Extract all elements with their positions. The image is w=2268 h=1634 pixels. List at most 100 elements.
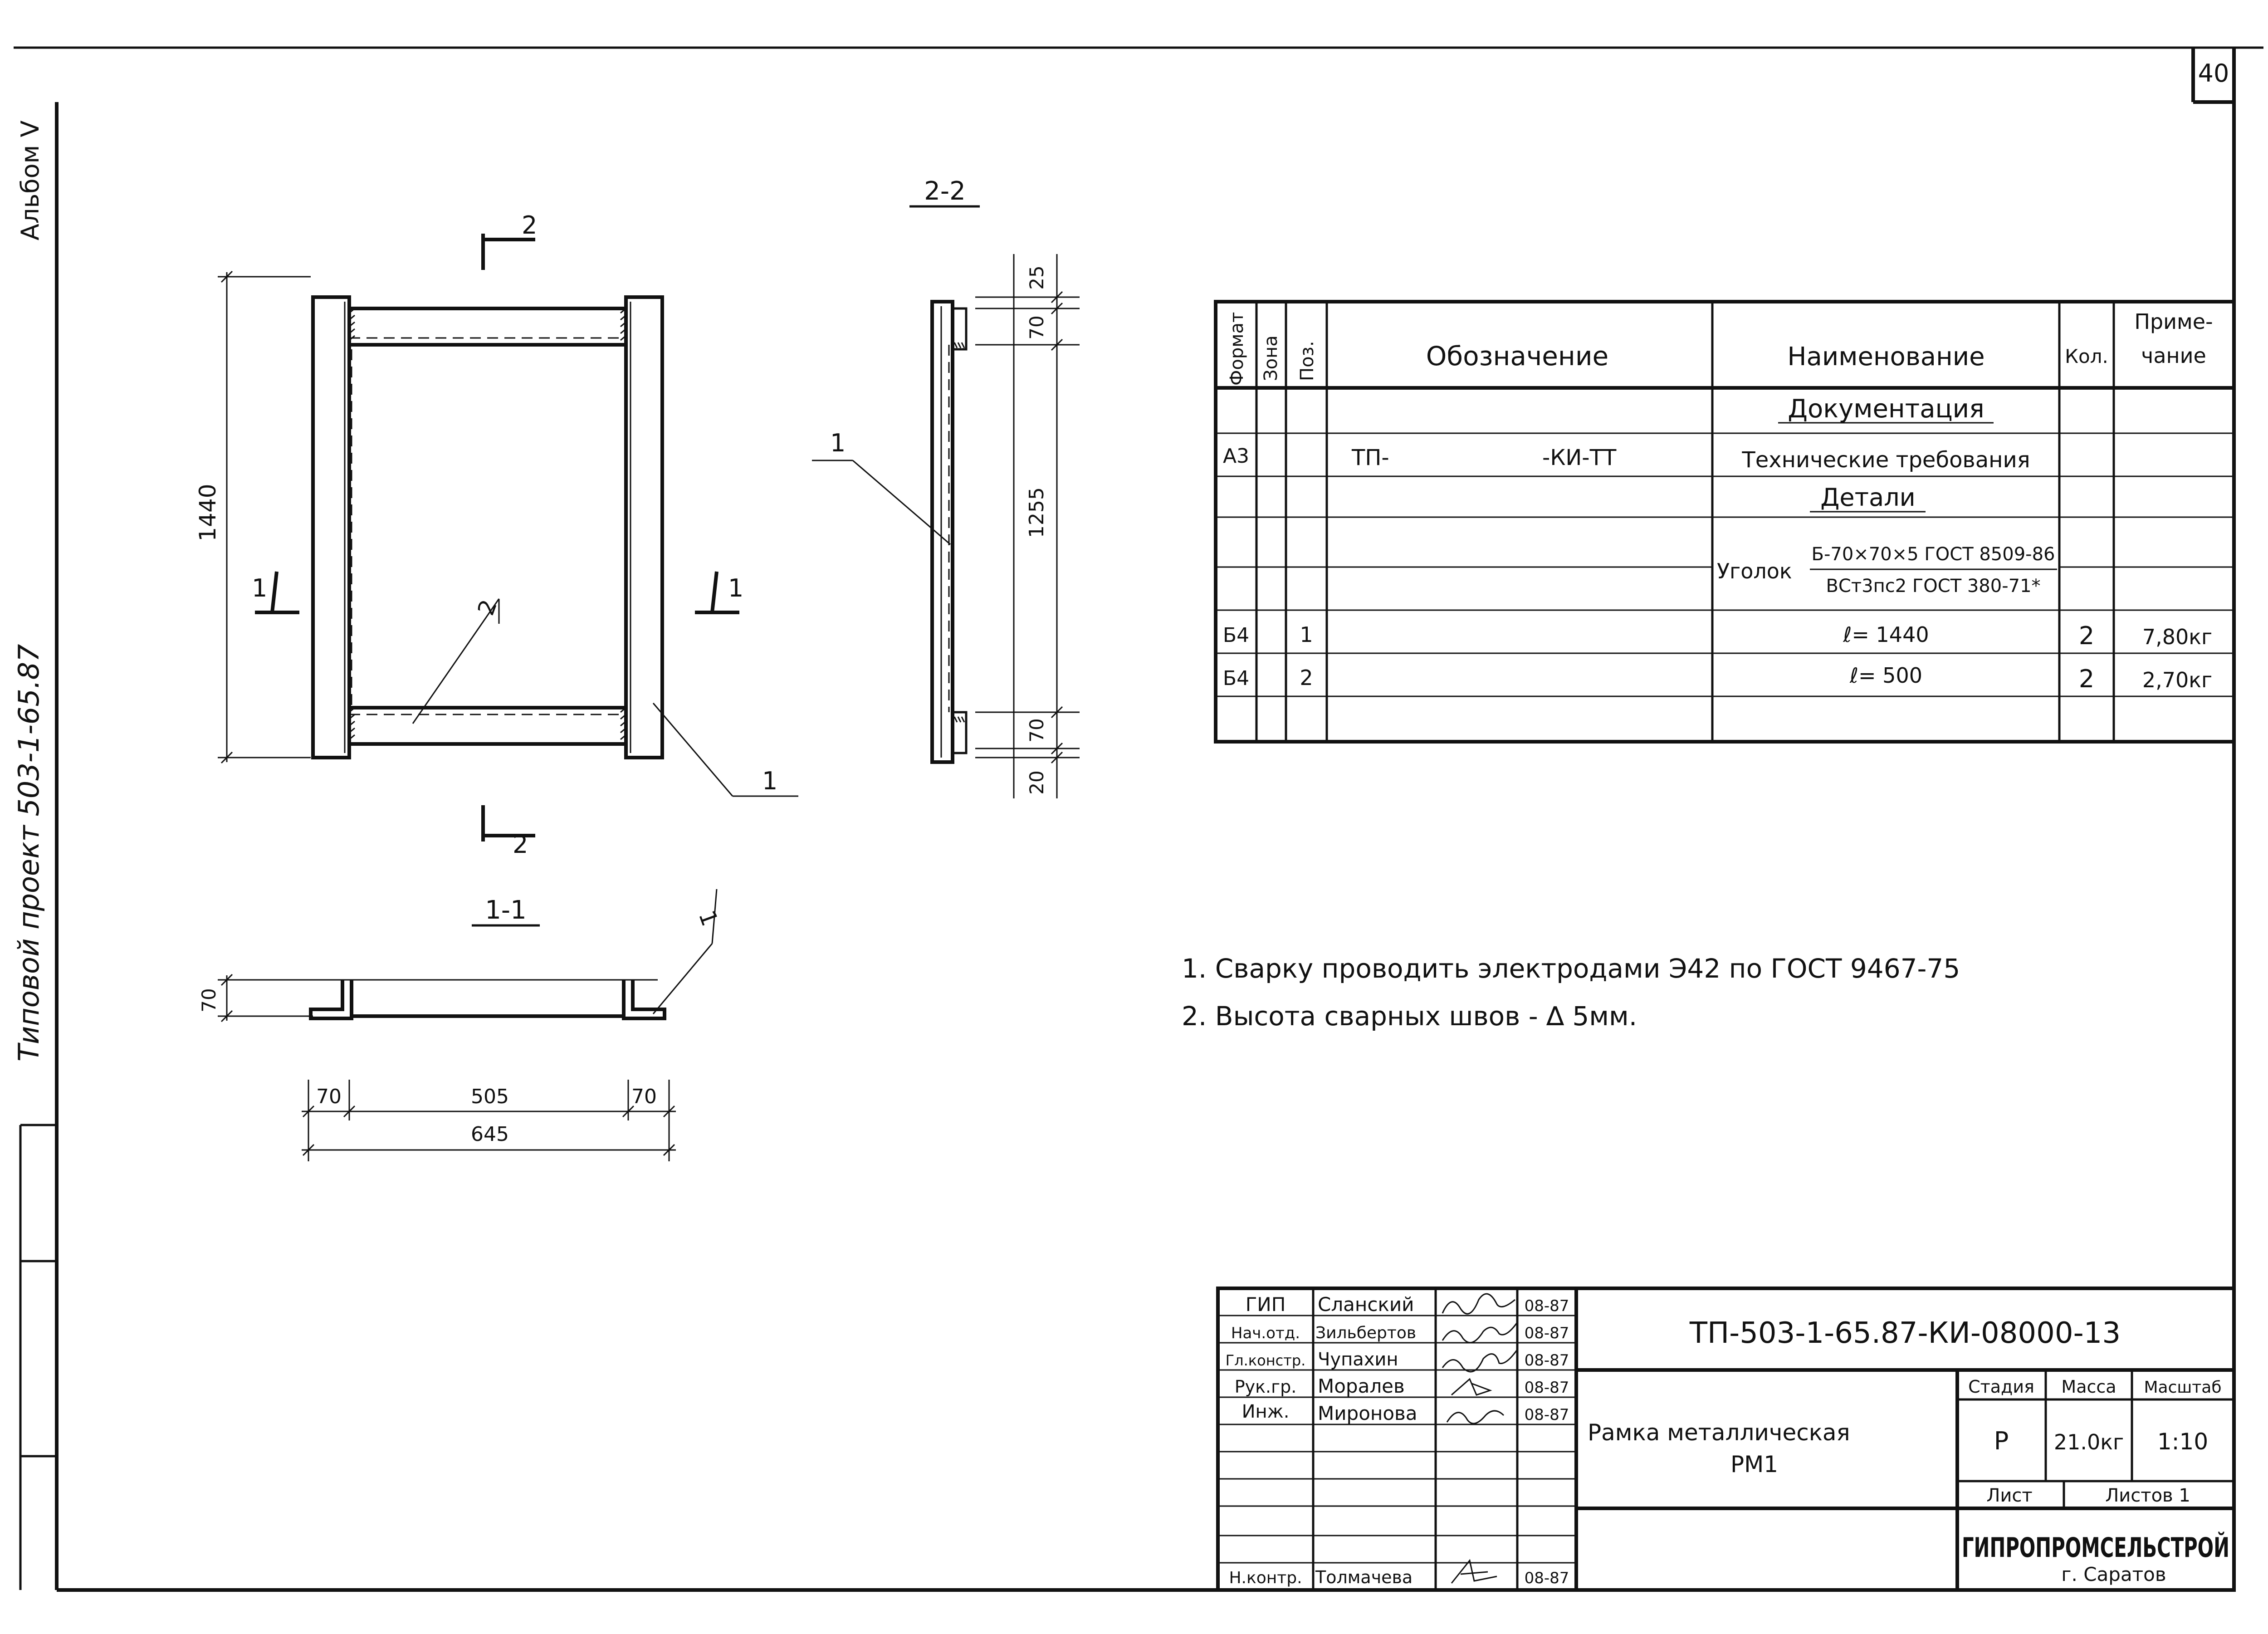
spec-header-note-2: чание [2141, 343, 2206, 368]
spec-doc-format: А3 [1223, 445, 1249, 468]
scale-label: Масштаб [2144, 1378, 2221, 1397]
signer-1-name: Сланский [1318, 1293, 1414, 1316]
signer-row: Инж. Миронова 08-87 [1242, 1401, 1569, 1424]
section-2-2-dim-70-top: 70 [1026, 315, 1048, 339]
side-project-label: Типовой проект 503-1-65.87 [12, 644, 45, 1062]
section-1-1-title: 1-1 [485, 895, 526, 925]
spec-row-1-pos: 1 [1300, 622, 1313, 647]
section-1-1-dim-505: 505 [471, 1085, 509, 1108]
section-2-2-dim-20: 20 [1026, 770, 1048, 794]
signer-3-role: Гл.констр. [1226, 1352, 1306, 1369]
section-1-1-dim-70-left: 70 [316, 1085, 342, 1108]
drawing-code: ТП-503-1-65.87-КИ-08000-13 [1689, 1316, 2121, 1350]
spec-row-2-name: ℓ= 500 [1849, 663, 1922, 688]
signer-5-date: 08-87 [1525, 1406, 1569, 1424]
spec-header-note-1: Приме- [2134, 309, 2213, 334]
signer-row: Рук.гр. Моралев 08-87 [1235, 1375, 1569, 1397]
spec-row-2-note: 2,70кг [2142, 668, 2212, 692]
sheets-count-label: Листов 1 [2105, 1485, 2190, 1506]
sheet-label: Лист [1986, 1485, 2032, 1506]
note-line-1: 1. Сварку проводить электродами Э42 по Г… [1182, 953, 1960, 984]
signer-row: ГИП Сланский 08-87 [1246, 1293, 1569, 1316]
section-1-1-view [218, 889, 718, 1161]
spec-material-denominator: ВСт3пс2 ГОСТ 380-71* [1826, 576, 2040, 597]
spec-row-1-note: 7,80кг [2142, 625, 2212, 649]
spec-row: Б4 2 ℓ= 500 2 2,70кг [1223, 663, 2212, 693]
section-2-2-dim-25: 25 [1026, 265, 1048, 289]
mass-label: Масса [2061, 1377, 2116, 1397]
signature-marks [1442, 1293, 1518, 1584]
spec-header-format: Формат [1227, 312, 1247, 386]
spec-section-docs: Документация [1788, 394, 1984, 424]
spec-row: Б4 1 ℓ= 1440 2 7,80кг [1223, 621, 2212, 650]
signer-5-name: Миронова [1318, 1402, 1418, 1424]
title-block [1216, 1287, 2236, 1592]
section-2-2-dim-70-bottom: 70 [1026, 718, 1048, 742]
signer-4-date: 08-87 [1525, 1379, 1569, 1397]
side-album-label: Альбом V [16, 120, 44, 240]
drawing-title-line-1: Рамка металлическая [1588, 1419, 1850, 1446]
signer-row: Н.контр. Толмачева 08-87 [1229, 1567, 1569, 1587]
signer-6-role: Н.контр. [1229, 1569, 1302, 1587]
spec-table [1214, 300, 2236, 744]
section-1-label-right: 1 [728, 574, 743, 602]
signer-5-role: Инж. [1242, 1401, 1290, 1422]
signer-1-role: ГИП [1246, 1293, 1286, 1316]
signer-3-date: 08-87 [1525, 1351, 1569, 1370]
front-view [218, 234, 798, 841]
signer-1-date: 08-87 [1525, 1297, 1569, 1315]
spec-row-1-name: ℓ= 1440 [1843, 622, 1929, 647]
signer-6-date: 08-87 [1525, 1569, 1569, 1587]
signer-row: Нач.отд. Зильбертов 08-87 [1231, 1324, 1569, 1342]
spec-header-qty: Кол. [2065, 345, 2108, 367]
section-1-1-dim-height: 70 [198, 988, 220, 1012]
spec-header-zone: Зона [1261, 335, 1281, 381]
signer-3-name: Чупахин [1318, 1349, 1398, 1370]
spec-header-name: Наименование [1787, 342, 1984, 372]
spec-doc-name: Технические требования [1741, 447, 2030, 473]
signer-2-role: Нач.отд. [1231, 1324, 1300, 1342]
drawing-title-line-2: РМ1 [1730, 1451, 1778, 1477]
spec-row-1-qty: 2 [2079, 621, 2094, 650]
spec-doc-designation-right: -КИ-ТТ [1542, 445, 1617, 470]
spec-material-numerator: Б-70×70×5 ГОСТ 8509-86 [1812, 544, 2055, 565]
section-1-1-leader-pos-1: 1 [694, 907, 723, 930]
section-2-2-leader-pos-1: 1 [830, 429, 846, 457]
spec-section-details: Детали [1820, 483, 1916, 512]
front-leader-pos-1: 1 [762, 767, 777, 795]
spec-header-pos: Поз. [1297, 341, 1318, 381]
spec-row-2-pos: 2 [1300, 665, 1313, 690]
signer-2-name: Зильбертов [1315, 1324, 1416, 1342]
scale-value: 1:10 [2157, 1429, 2208, 1455]
spec-row-2-qty: 2 [2079, 665, 2094, 693]
mass-value: 21.0кг [2054, 1430, 2124, 1454]
signer-4-role: Рук.гр. [1235, 1377, 1297, 1397]
organization-city: г. Саратов [2061, 1563, 2166, 1585]
drawing-frame [14, 46, 2263, 1592]
spec-header-designation: Обозначение [1426, 341, 1608, 372]
spec-row-2-format: Б4 [1223, 667, 1249, 690]
stage-value: Р [1994, 1427, 2009, 1455]
section-1-1-dim-70-right: 70 [631, 1085, 657, 1108]
sheet-number: 40 [2198, 59, 2229, 88]
section-2-2-view [812, 205, 1080, 798]
stage-label: Стадия [1968, 1377, 2034, 1397]
section-2-2-dim-1255: 1255 [1025, 487, 1048, 538]
signer-2-date: 08-87 [1525, 1324, 1569, 1342]
spec-doc-designation-left: ТП- [1351, 445, 1389, 470]
section-2-2-title: 2-2 [924, 176, 965, 206]
signer-4-name: Моралев [1318, 1375, 1405, 1397]
signer-row: Гл.констр. Чупахин 08-87 [1226, 1349, 1569, 1370]
signer-6-name: Толмачева [1315, 1567, 1413, 1587]
organization-name: ГИПРОПРОМСЕЛЬСТРОЙ [1962, 1531, 2229, 1564]
spec-row-1-format: Б4 [1223, 624, 1249, 647]
section-2-label-bottom: 2 [513, 830, 528, 859]
spec-material-prefix: Уголок [1717, 559, 1792, 583]
section-1-1-dim-645: 645 [471, 1123, 509, 1146]
section-1-label-left: 1 [252, 574, 267, 602]
note-line-2: 2. Высота сварных швов - ∆ 5мм. [1182, 1001, 1637, 1032]
front-height-dimension: 1440 [195, 484, 221, 541]
section-2-label-top: 2 [522, 211, 537, 240]
